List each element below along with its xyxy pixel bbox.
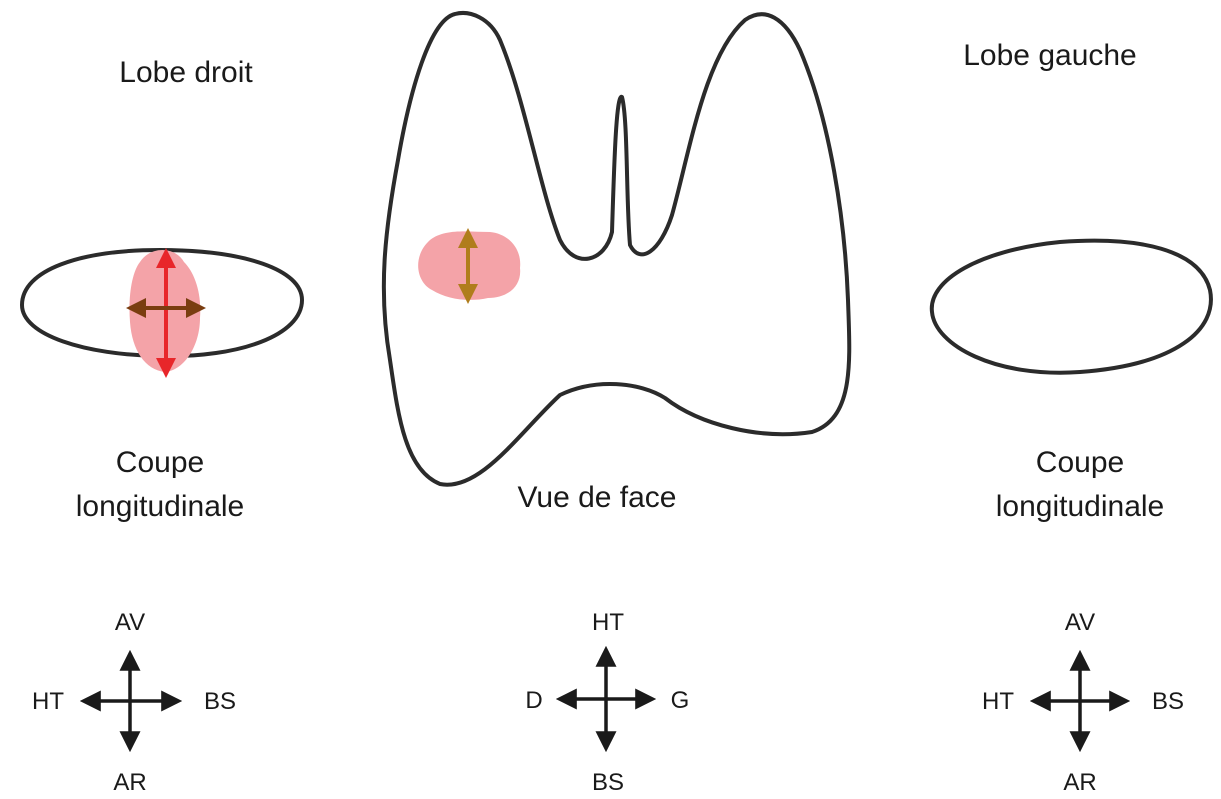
thyroid-front-view — [384, 13, 849, 485]
compass-bottom-label: AR — [1063, 769, 1096, 796]
compass-left-label: D — [525, 687, 542, 714]
right-section-caption-line1: Coupe — [116, 446, 204, 479]
compass-left-label: HT — [32, 688, 64, 715]
compass-bottom-label: BS — [592, 769, 624, 796]
right-lobe-title: Lobe droit — [119, 56, 253, 89]
orientation-compass-front-view: HT BS D G — [525, 609, 689, 796]
compass-right-label: G — [671, 687, 690, 714]
compass-right-label: BS — [204, 688, 236, 715]
left-lobe-title: Lobe gauche — [963, 39, 1137, 72]
left-section-caption-line2: longitudinale — [996, 490, 1164, 523]
front-view-caption: Vue de face — [517, 481, 676, 514]
orientation-compass-right-section: AV AR HT BS — [32, 609, 236, 796]
compass-top-label: AV — [115, 609, 145, 636]
compass-top-label: HT — [592, 609, 624, 636]
left-lobe-section-outline — [932, 241, 1211, 373]
right-lobe-section — [22, 250, 302, 374]
orientation-compass-left-section: AV AR HT BS — [982, 609, 1184, 796]
compass-left-label: HT — [982, 688, 1014, 715]
compass-right-label: BS — [1152, 688, 1184, 715]
compass-bottom-label: AR — [113, 769, 146, 796]
left-section-caption-line1: Coupe — [1036, 446, 1124, 479]
compass-top-label: AV — [1065, 609, 1095, 636]
right-section-caption-line2: longitudinale — [76, 490, 244, 523]
